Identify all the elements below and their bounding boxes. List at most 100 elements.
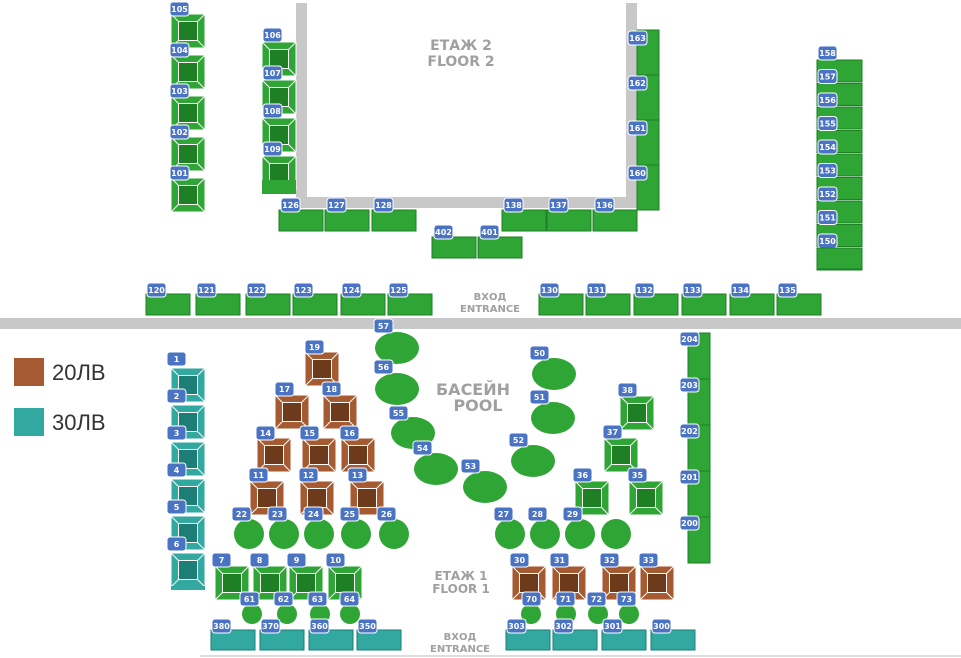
booth-104[interactable] [170,54,206,90]
cabana-19[interactable] [304,351,340,387]
entrance-bottom-label-en: ENTRANCE [430,644,490,655]
cabana-15[interactable] [301,437,337,473]
booth-134[interactable] [729,293,775,316]
lounger-22[interactable] [234,519,264,549]
cabana-17[interactable] [274,394,310,430]
booth-132[interactable] [633,293,679,316]
booth-370[interactable] [259,629,305,651]
lounger-57[interactable] [375,332,419,364]
booth-number: 124 [343,286,360,295]
booth-number-badge [634,282,655,298]
booth-number: 52 [513,436,524,445]
booth-303[interactable] [505,629,551,651]
cabana-10[interactable] [327,565,363,601]
lounger-unlabeled[interactable] [601,519,631,549]
booth-300[interactable] [650,629,696,651]
booth-number-badge [602,424,623,440]
booth-302[interactable] [552,629,598,651]
booth-131[interactable] [585,293,631,316]
booth-360[interactable] [308,629,354,651]
booth-402[interactable] [431,236,477,259]
booth-number: 63 [312,595,323,604]
booth-number-badge [594,197,615,213]
booth-number: 10 [330,556,342,565]
booth-number-badge [527,506,548,522]
lounger-25[interactable] [341,519,371,549]
lounger-53[interactable] [463,471,507,503]
booth-number-badge [638,552,659,568]
lounger-28[interactable] [530,519,560,549]
booth-102[interactable] [170,136,206,172]
lounger-24[interactable] [304,519,334,549]
lounger-51[interactable] [531,402,575,434]
booth-120[interactable] [145,293,191,316]
booth-number: 108 [264,107,281,116]
booth-number: 2 [174,392,180,401]
booth-103[interactable] [170,95,206,131]
lounger-62[interactable] [277,604,297,624]
lounger-26[interactable] [379,519,409,549]
cabana-35[interactable] [628,480,664,516]
booth-number: 127 [328,201,345,210]
cabana-18[interactable] [322,394,358,430]
booth-number-badge [412,440,433,456]
booth-133[interactable] [681,293,727,316]
booth-number-badge [627,75,648,91]
floor2-wall-left [296,3,307,208]
lounger-23[interactable] [269,519,299,549]
booth-124[interactable] [340,293,386,316]
booth-350[interactable] [356,629,402,651]
booth-number-badge [539,282,560,298]
lounger-50[interactable] [532,358,576,390]
booth-number-badge [373,318,394,334]
booth-101[interactable] [170,177,206,213]
booth-401[interactable] [477,236,523,259]
lounger-56[interactable] [375,373,419,405]
booth-number-badge [555,591,576,607]
lounger-64[interactable] [340,604,360,624]
booth-135[interactable] [776,293,822,316]
booth-150-base[interactable] [816,247,863,270]
pool-label-bg: БАСЕЙН [436,380,510,399]
booth-number-badge [627,30,648,46]
booth-121[interactable] [195,293,241,316]
booth-122[interactable] [245,293,291,316]
booth-number: 300 [653,622,670,631]
booth-number-badge [817,69,838,84]
booth-number-badge [679,377,700,393]
booth-128[interactable] [371,209,417,232]
booth-6[interactable] [170,552,206,588]
lounger-29[interactable] [565,519,595,549]
booth-130[interactable] [538,293,584,316]
booth-138[interactable] [501,209,547,232]
lounger-52[interactable] [511,445,555,477]
booth-number-badge [166,425,187,441]
booth-number: 8 [257,556,263,565]
cabana-33[interactable] [639,565,675,601]
booth-number: 62 [278,595,289,604]
booth-125[interactable] [387,293,433,316]
booth-number: 73 [621,595,632,604]
booth-number: 137 [550,201,567,210]
cabana-14[interactable] [256,437,292,473]
cabana-38[interactable] [619,395,655,431]
lounger-27[interactable] [495,519,525,549]
cabana-37[interactable] [603,437,639,473]
booth-number-badge [307,591,328,607]
booth-127[interactable] [324,209,370,232]
cabana-16[interactable] [340,437,376,473]
booth-126[interactable] [278,209,324,232]
cabana-8[interactable] [252,565,288,601]
booth-136[interactable] [592,209,638,232]
lounger-61[interactable] [242,604,262,624]
booth-137[interactable] [546,209,592,232]
booth-number: 120 [148,286,165,295]
booth-123[interactable] [292,293,338,316]
lounger-70[interactable] [521,604,541,624]
booth-301[interactable] [601,629,647,651]
lounger-54[interactable] [414,453,458,485]
lounger-73[interactable] [619,604,639,624]
lounger-72[interactable] [588,604,608,624]
booth-number-badge [586,591,607,607]
booth-380[interactable] [210,629,256,651]
